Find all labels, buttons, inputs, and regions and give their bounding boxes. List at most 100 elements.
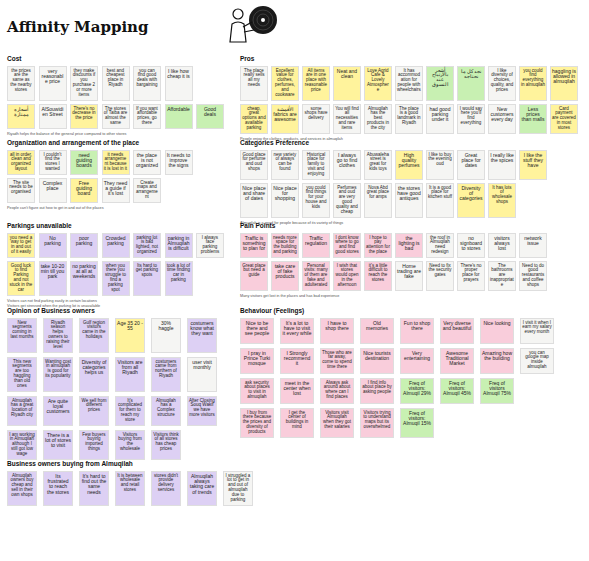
note-text: Create maps and arrangement xyxy=(135,181,159,200)
note-text: they make discounts if you purchase 2 or… xyxy=(72,69,96,98)
note-text: After Closing Souq Wakif we have more vi… xyxy=(189,399,215,418)
note-text: ask security about places to visit in al… xyxy=(242,381,272,400)
note-text: you could find things for your house and… xyxy=(304,186,328,210)
note-text: Personal visits: many of them are fake a… xyxy=(304,264,328,288)
sticky-note: New customers every day xyxy=(488,104,516,134)
sticky-note: الأقمشة fabrics are awesome xyxy=(271,104,299,134)
note-text: when you there you struggle to find a pa… xyxy=(104,264,128,293)
sticky-note: Need to do good restaurants and coffee s… xyxy=(519,261,547,291)
sticky-note: Home trading are fake xyxy=(395,261,423,291)
note-text: أسعاره ممتازة xyxy=(9,107,33,118)
sticky-note: Nice place for shopping xyxy=(271,183,299,218)
sticky-note: I struggled a lot to get in and out of a… xyxy=(223,471,253,506)
sticky-note: Age 35 20 - 55 xyxy=(115,318,145,353)
sticky-note: no signboard to stores xyxy=(457,233,485,258)
sticky-note: stores didn't provide delivery services xyxy=(151,471,181,506)
note-text: Abuwaleha street is great for kids toys xyxy=(366,153,390,172)
note-text: the stores have good antiques xyxy=(397,186,421,202)
note-text: There's no proper place for prayers xyxy=(459,264,483,283)
note-text: Riyadh season helps owners to raising th… xyxy=(45,321,71,350)
sticky-note: New segments coming in last months xyxy=(7,318,37,353)
note-text: Visitors buying from the wholesale xyxy=(117,433,143,452)
note-text: Almuqilah owners buy cheap and sell in t… xyxy=(9,474,35,498)
note-text: Affordable xyxy=(167,107,191,112)
sticky-note: Need to fix the security gates xyxy=(426,261,454,291)
note-text: Love Agrid Cafe & Lovely Atmosphere xyxy=(366,69,390,93)
note-text: I pray in Prince Turki mosque xyxy=(242,351,272,367)
sticky-note: meet in the center when lost xyxy=(280,378,314,404)
note-text: took a lot of time finding car in parkin… xyxy=(167,264,191,283)
note-text: some shops have delivery xyxy=(304,107,328,122)
sticky-note: I wish that stores would open in the aft… xyxy=(333,261,361,291)
sticky-note: High quality perfumes xyxy=(395,150,423,180)
sticky-note: poor parking xyxy=(70,233,98,258)
sticky-note: Card payment are covered in most stores xyxy=(550,104,578,134)
note-text: Excellent value for clothes, perfumes, a… xyxy=(273,69,297,98)
note-text: I like to buy the evening oud xyxy=(428,153,452,168)
note-text: Free guiding board xyxy=(72,181,96,197)
sticky-note: We sell from different prices xyxy=(79,396,109,426)
note-text: Neat and clean xyxy=(335,69,359,80)
sticky-note: the roof in Almuqilah need redesign xyxy=(426,233,454,258)
sticky-note: Are quite loyal customers xyxy=(43,396,73,426)
sticky-note: Riyadh season helps owners to raising th… xyxy=(43,318,73,353)
sticky-note: I would say here you'll find everything xyxy=(457,104,485,134)
note-text: There's no decrease in the price xyxy=(72,107,96,122)
sticky-note: Free guiding board xyxy=(70,178,98,203)
sticky-note: Wanting cost in almuqilah is good for it… xyxy=(43,357,73,392)
note-text: All items are in one place with reasonab… xyxy=(304,69,328,93)
sticky-note: It's a lot to have to visit it every whi… xyxy=(280,318,314,344)
sticky-note: Good luck to find Parking and not stuck … xyxy=(7,261,35,296)
note-text: Nice to be there and see people xyxy=(242,321,272,337)
note-text: I Strongly recommend it xyxy=(282,351,312,367)
sticky-note: need guiding boards xyxy=(70,150,98,175)
sticky-note: Nice tourists destination xyxy=(360,348,394,374)
note-text: visitors always lost xyxy=(490,236,514,252)
sticky-note: Crowded parking xyxy=(102,233,130,258)
sticky-note: Great place for dates xyxy=(457,150,485,180)
sticky-note: best and cheapest place in Riyadh xyxy=(102,66,130,101)
note-text: I get the center of buildings in mind xyxy=(282,411,312,430)
sticky-note: I visit it when I earn my salary every m… xyxy=(520,318,554,344)
sticky-note: no parking at all at weekends xyxy=(70,261,98,296)
note-text: it needs arrangement because it is lost … xyxy=(104,153,128,172)
note-text: the place is not organized xyxy=(135,153,159,169)
sticky-note: they make discounts if you purchase 2 or… xyxy=(70,66,98,101)
sticky-note: I like the stuff they have xyxy=(519,150,547,180)
note-text: the roof in Almuqilah need redesign xyxy=(428,236,452,255)
note-text: Visitors visit Almuqilah when they got t… xyxy=(322,411,352,430)
sticky-note: Its frustrated to reach the stores xyxy=(43,471,73,506)
sticky-note: Love Agrid Cafe & Lovely Atmosphere xyxy=(364,66,392,101)
note-text: The place is a good landmark in Riyadh xyxy=(397,107,421,126)
sticky-note: Visitors buying from the wholesale xyxy=(115,430,145,460)
sticky-note: Freq of visitors Almuqil 75% xyxy=(480,378,514,404)
sticky-note: take 10-20 min till you park xyxy=(39,261,67,296)
sticky-note: I always face parking problems xyxy=(196,233,224,258)
note-caption: People can't figure out how to get in an… xyxy=(7,206,104,210)
sticky-note: Very entertaining xyxy=(400,348,434,374)
note-text: Visitors think of all stores has cheap p… xyxy=(153,433,179,452)
sticky-note: I always go to find clothes xyxy=(333,150,361,180)
sticky-note: After Closing Souq Wakif we have more vi… xyxy=(187,396,217,426)
sticky-note: Perfumes and oud are very good quality a… xyxy=(333,183,361,218)
note-text: It is between wholesale and retail store… xyxy=(117,474,143,493)
note-text: Age 35 20 - 55 xyxy=(117,321,143,332)
note-text: Traffic regulation xyxy=(304,236,328,247)
sticky-note: parking lot is bad lighted, not organize… xyxy=(133,233,161,258)
note-text: I like how cheap it is xyxy=(167,69,191,80)
note-text: نجد كل ما نحتاجه xyxy=(459,69,483,80)
note-text: Card payment are covered in most stores xyxy=(552,107,576,131)
sticky-note: I Strongly recommend it xyxy=(280,348,314,374)
sticky-note: Old memories xyxy=(360,318,394,344)
section-heading: Parkings unavailable xyxy=(7,222,72,229)
sticky-note: you can google map inside almuqilah xyxy=(520,348,554,374)
sticky-note: some shops have delivery xyxy=(302,104,330,134)
sticky-note: Those who are far away, come to spend ti… xyxy=(320,348,354,374)
sticky-note: Personal visits: many of them are fake a… xyxy=(302,261,330,291)
note-text: parking in Almuqilah is difficult xyxy=(167,236,191,252)
note-text: We sell from different prices xyxy=(81,399,107,414)
note-text: parking lot is bad lighted, not organize… xyxy=(135,236,159,255)
sticky-note: Almuqilah has a Complex structure xyxy=(151,396,181,426)
sticky-note: Good place for perfume and oud shops xyxy=(240,150,268,180)
